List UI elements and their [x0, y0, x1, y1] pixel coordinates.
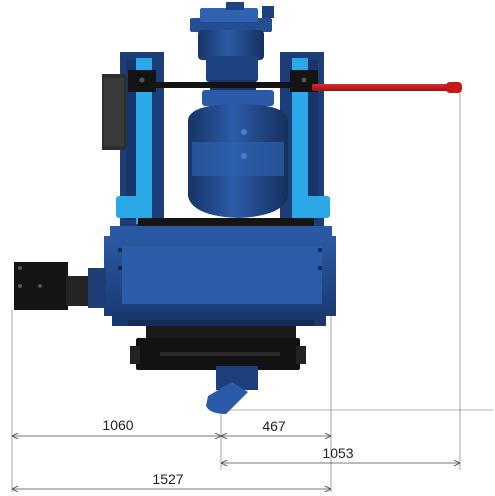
base-housing — [104, 226, 336, 326]
side-box — [14, 262, 106, 310]
frame — [102, 52, 330, 230]
top-motor — [190, 2, 274, 92]
bottom-drive — [206, 366, 258, 414]
red-rod — [312, 82, 462, 93]
dimension-label-1053: 1053 — [322, 445, 353, 461]
gearbox — [188, 90, 288, 218]
dimension-lines — [12, 436, 460, 489]
lower-plate — [130, 326, 306, 370]
dimension-label-1060: 1060 — [102, 417, 133, 433]
dimension-label-467: 467 — [262, 418, 286, 434]
dimension-label-1527: 1527 — [152, 471, 183, 487]
